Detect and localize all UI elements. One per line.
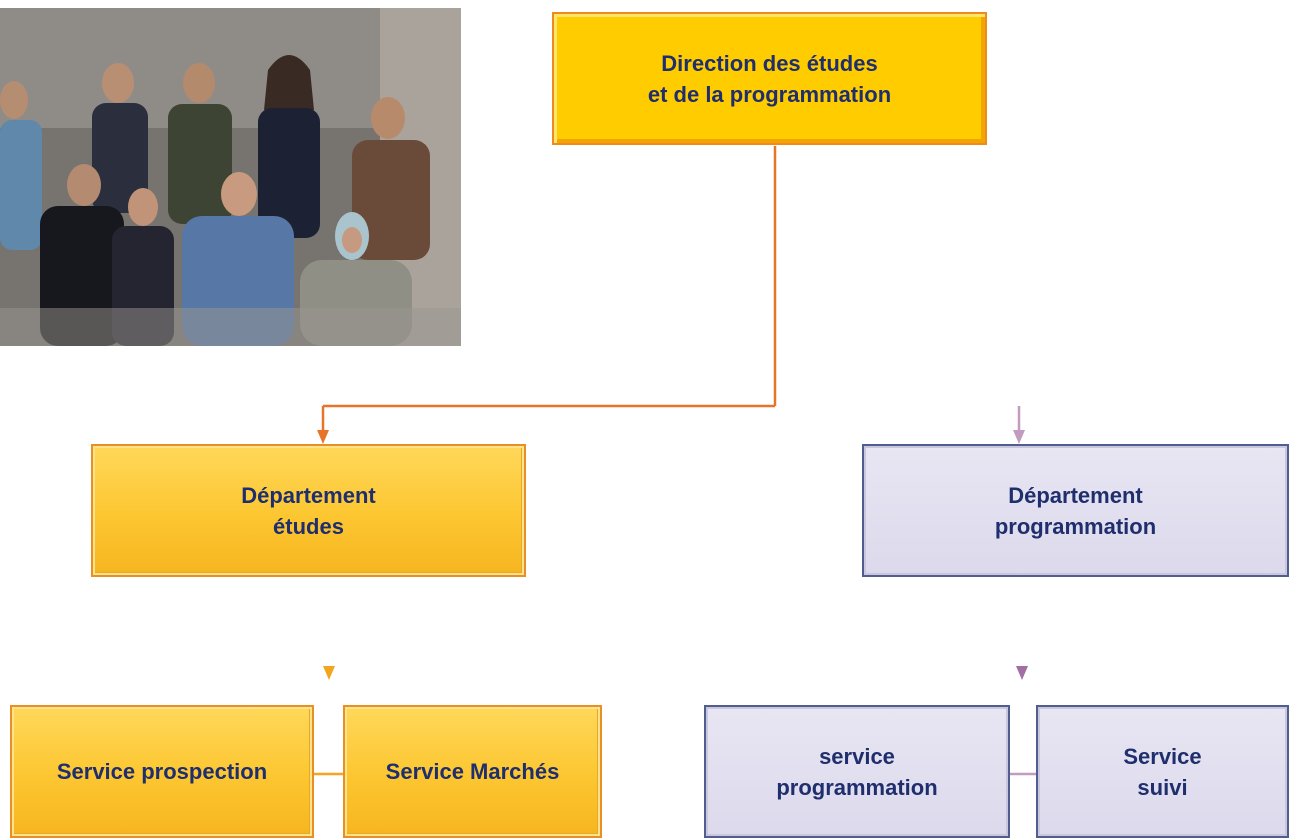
- arrowhead-departement-programmation: [1013, 430, 1025, 444]
- box-departement-programmation: Département programmation: [862, 444, 1289, 577]
- box-service-programmation: service programmation: [704, 705, 1010, 838]
- box-service-suivi: Service suivi: [1036, 705, 1289, 838]
- group-photo-image: [0, 8, 461, 346]
- box-service-prospection: Service prospection: [10, 705, 314, 838]
- box-service-marches: Service Marchés: [343, 705, 602, 838]
- arrowhead-departement-etudes: [317, 430, 329, 444]
- arrowhead-etudes-services: [323, 666, 335, 680]
- box-departement-etudes: Département études: [91, 444, 526, 577]
- arrowhead-programmation-services: [1016, 666, 1028, 680]
- box-direction: Direction des études et de la programmat…: [552, 12, 987, 145]
- group-photo: [0, 8, 461, 346]
